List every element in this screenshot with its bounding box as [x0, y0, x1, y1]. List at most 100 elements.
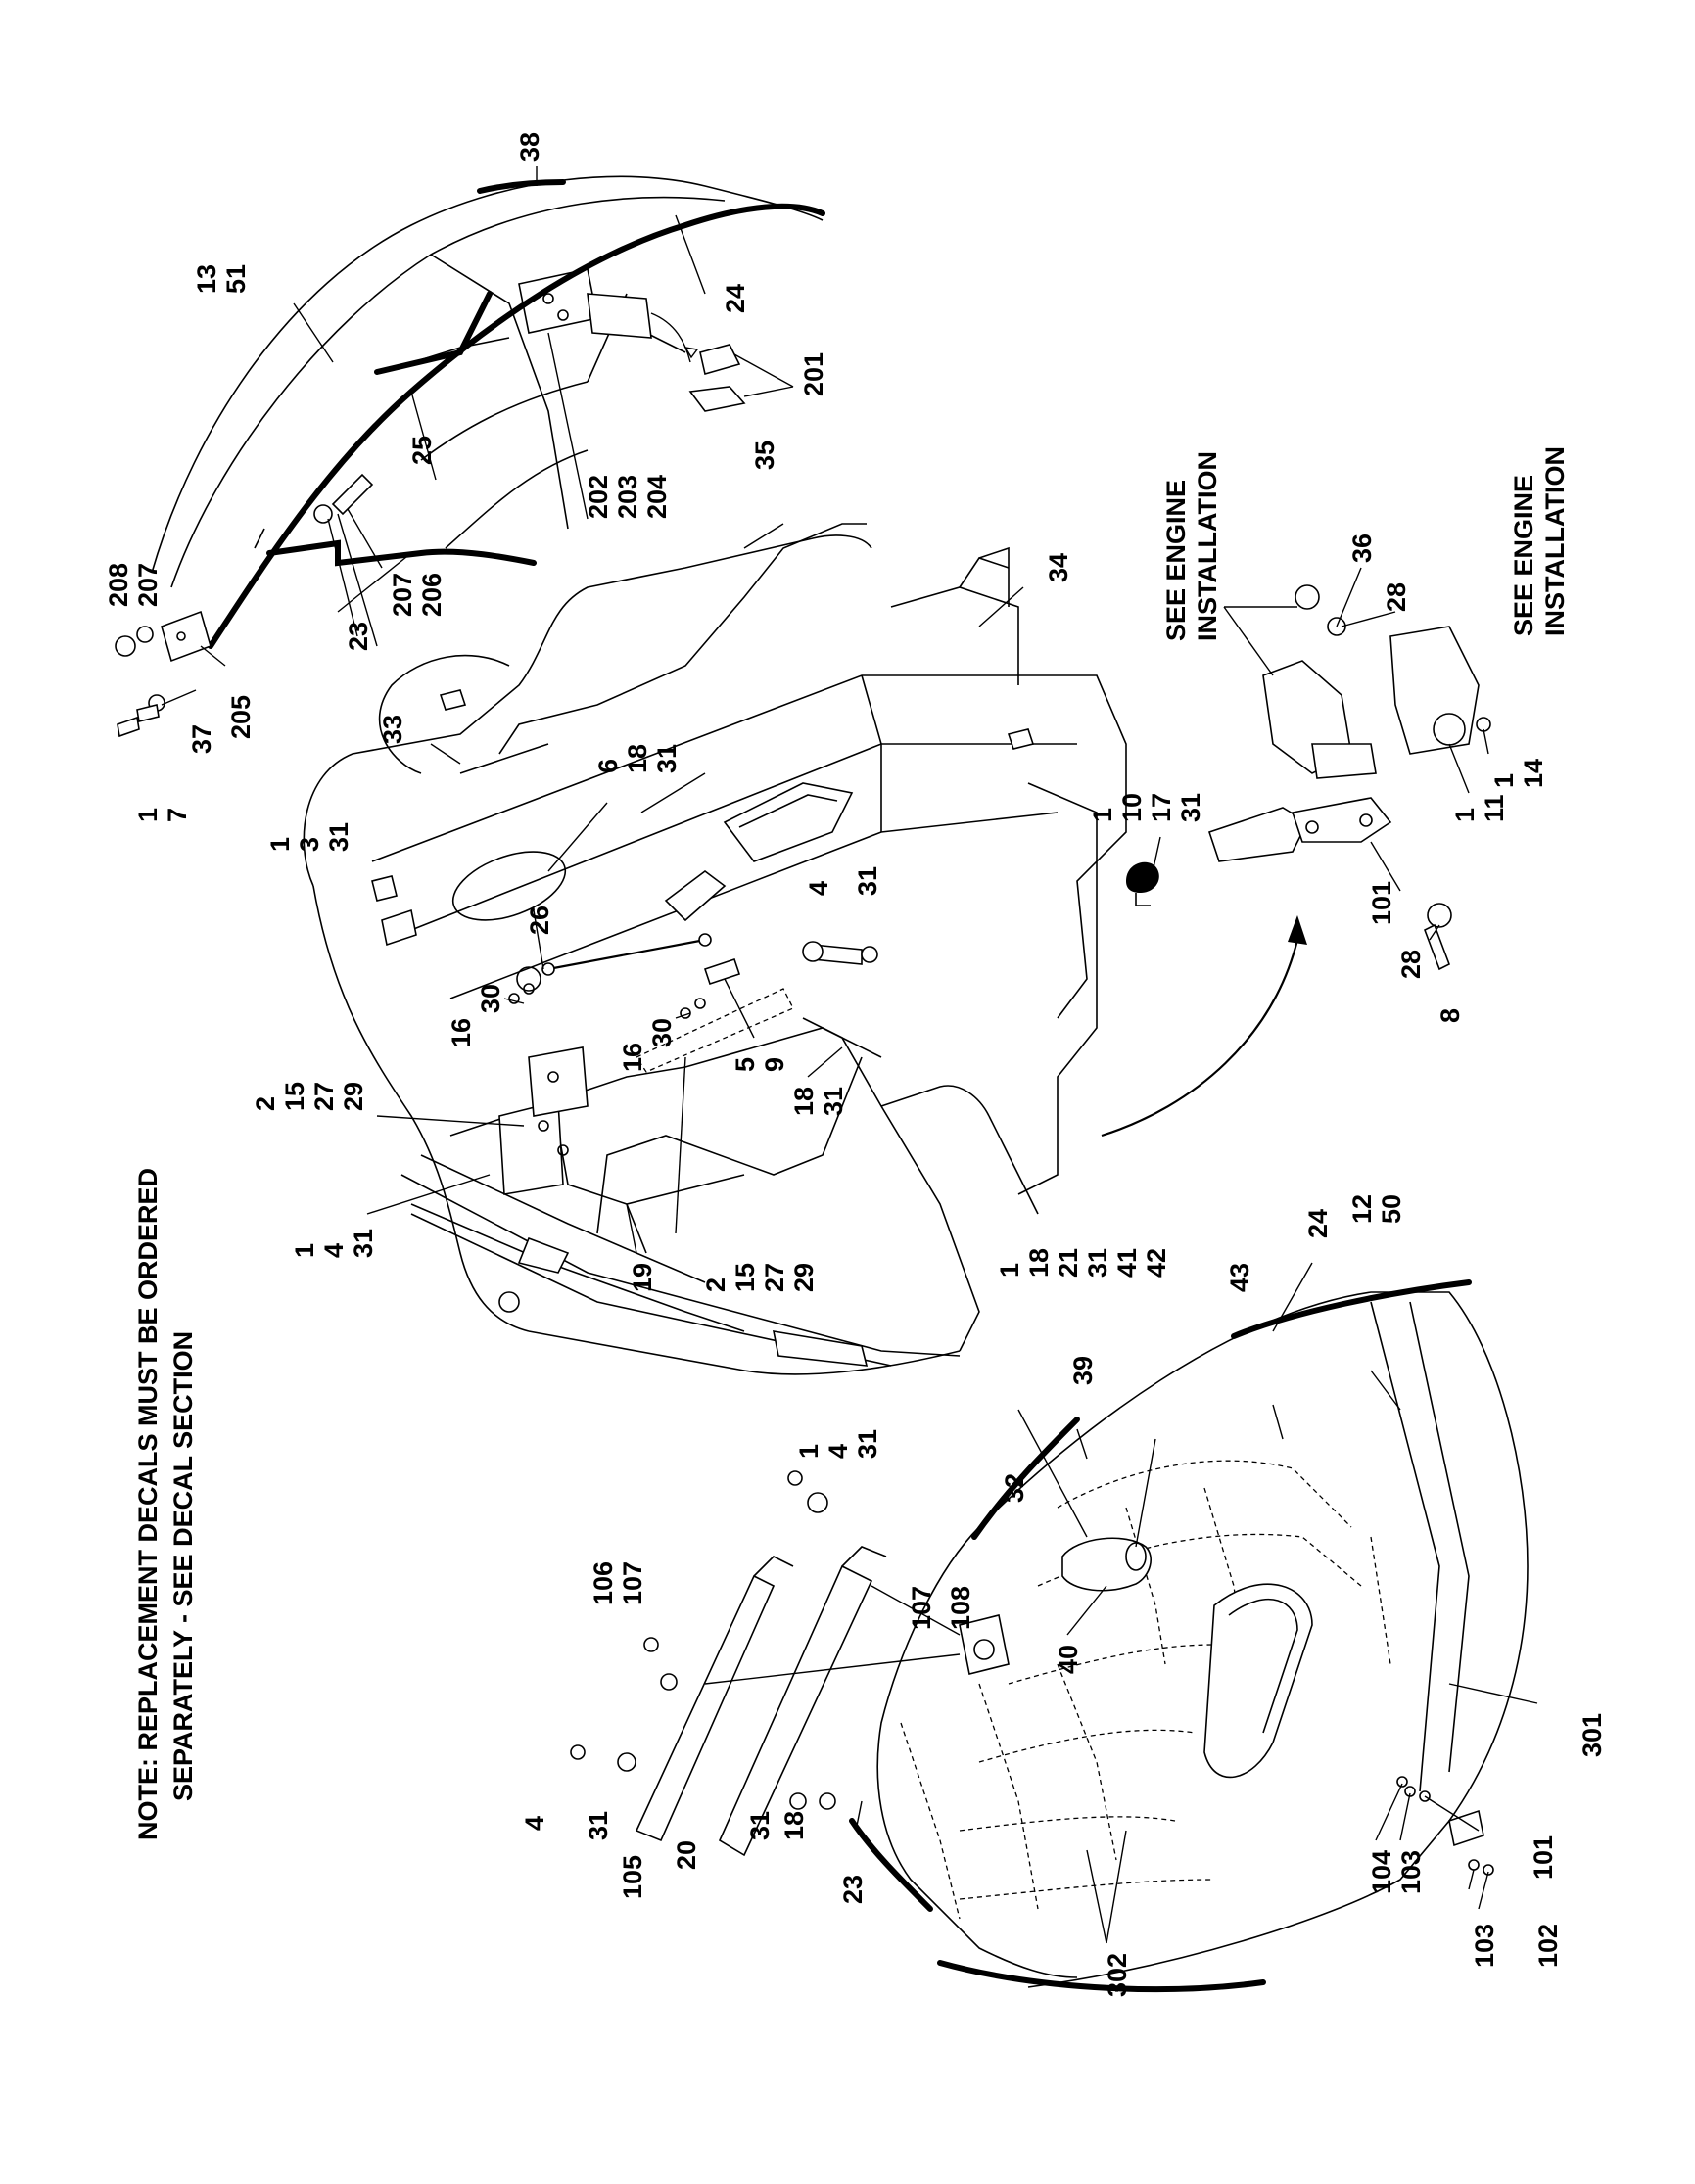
callout-18-b: 18 [789, 1087, 819, 1116]
callout-31-g: 31 [1083, 1248, 1112, 1278]
callout-6: 6 [593, 759, 623, 773]
callout-101-bottom: 101 [1529, 1835, 1558, 1880]
callout-23-top: 23 [344, 622, 373, 651]
callout-107-b: 107 [907, 1586, 936, 1630]
callout-29-a: 29 [339, 1082, 368, 1111]
callout-23-bottom: 23 [838, 1875, 868, 1904]
hood-brackets [570, 1470, 961, 1857]
callout-20: 20 [672, 1840, 701, 1870]
see-engine-label-1: SEE ENGINE INSTALLATION [1161, 451, 1222, 641]
callout-18-c: 18 [1024, 1248, 1054, 1278]
see-engine-label-2: SEE ENGINE INSTALLATION [1509, 446, 1570, 636]
callout-28-mid: 28 [1396, 950, 1426, 979]
callout-19: 19 [628, 1263, 657, 1292]
callout-31-e: 31 [819, 1087, 848, 1116]
note: NOTE: REPLACEMENT DECALS MUST BE ORDERED… [133, 1168, 198, 1840]
callout-101-mid: 101 [1367, 881, 1396, 925]
callout-31-a: 31 [324, 822, 353, 852]
callout-2-b: 2 [701, 1278, 730, 1292]
callout-1-e: 1 [1088, 808, 1117, 822]
callout-51: 51 [221, 264, 251, 294]
callout-31-c: 31 [1176, 793, 1205, 822]
callout-30-b: 30 [647, 1018, 677, 1047]
side-panel [371, 523, 867, 947]
see-engine-2-line1: SEE ENGINE [1509, 475, 1538, 636]
callout-1-a: 1 [133, 808, 163, 822]
callout-31-f: 31 [349, 1229, 378, 1258]
callout-1-f: 1 [290, 1243, 319, 1258]
callout-21: 21 [1054, 1248, 1083, 1278]
callout-105: 105 [618, 1855, 647, 1899]
callout-38: 38 [515, 132, 544, 162]
callout-35: 35 [750, 441, 779, 470]
callout-12: 12 [1347, 1194, 1377, 1224]
callout-208: 208 [104, 563, 133, 607]
callout-40: 40 [1054, 1645, 1083, 1674]
callout-4-c: 4 [824, 1444, 853, 1459]
callout-207-b: 207 [388, 573, 417, 617]
lower-hood [849, 1279, 1529, 1993]
callout-42: 42 [1142, 1248, 1171, 1278]
see-engine-2-line2: INSTALLATION [1540, 446, 1570, 636]
callout-202: 202 [584, 475, 613, 519]
callout-10: 10 [1117, 793, 1147, 822]
callout-302: 302 [1103, 1953, 1132, 1997]
note-line-1: NOTE: REPLACEMENT DECALS MUST BE ORDERED [133, 1168, 163, 1840]
see-engine-1-line1: SEE ENGINE [1161, 480, 1191, 641]
callout-8: 8 [1436, 1008, 1465, 1023]
callout-31-h: 31 [853, 1429, 882, 1459]
callout-31-b: 31 [652, 744, 682, 773]
callout-102: 102 [1533, 1924, 1563, 1968]
callout-103-b: 103 [1470, 1924, 1499, 1968]
callout-39: 39 [1068, 1356, 1098, 1385]
callout-18-d: 18 [779, 1811, 809, 1840]
see-engine-1-line2: INSTALLATION [1193, 451, 1222, 641]
callout-31-i: 31 [584, 1811, 613, 1840]
callout-27-a: 27 [309, 1082, 339, 1111]
callout-7: 7 [163, 808, 192, 822]
engine-brackets [1101, 584, 1491, 1138]
upper-hood-panel [115, 175, 825, 738]
callout-17: 17 [1147, 793, 1176, 822]
callout-24-top: 24 [721, 284, 750, 313]
callout-108: 108 [946, 1586, 975, 1630]
callout-301: 301 [1577, 1713, 1607, 1757]
callout-15-b: 15 [730, 1263, 760, 1292]
note-line-2: SEPARATELY - SEE DECAL SECTION [168, 1331, 198, 1801]
callout-1-b: 1 [265, 837, 295, 852]
callout-37: 37 [187, 724, 216, 754]
callout-4-b: 4 [319, 1243, 349, 1258]
callout-1-g: 1 [995, 1263, 1024, 1278]
callout-1-d: 1 [1450, 808, 1480, 822]
callout-26: 26 [525, 906, 554, 935]
callout-36: 36 [1347, 534, 1377, 563]
callout-203: 203 [613, 475, 642, 519]
callout-4-a: 4 [804, 881, 833, 896]
callout-3: 3 [295, 837, 324, 852]
callout-41: 41 [1112, 1248, 1142, 1278]
callout-205: 205 [226, 695, 256, 739]
callout-13: 13 [192, 264, 221, 294]
callout-25: 25 [407, 436, 437, 465]
callout-104: 104 [1367, 1850, 1396, 1894]
callout-5: 5 [730, 1057, 760, 1072]
callout-18-a: 18 [623, 744, 652, 773]
leader-lines [161, 166, 1538, 1944]
callout-32: 32 [1000, 1473, 1029, 1503]
callout-34: 34 [1044, 553, 1073, 582]
callout-28-top: 28 [1382, 582, 1411, 612]
callout-16-a: 16 [447, 1018, 476, 1047]
callout-50: 50 [1377, 1194, 1406, 1224]
callout-9: 9 [760, 1057, 789, 1072]
callout-11: 11 [1480, 794, 1509, 822]
callout-33: 33 [378, 715, 407, 744]
callout-103-a: 103 [1396, 1850, 1426, 1894]
callout-24-bottom: 24 [1303, 1209, 1333, 1238]
callout-4-d: 4 [520, 1816, 549, 1831]
callout-206: 206 [417, 573, 447, 617]
callout-31-j: 31 [745, 1811, 775, 1840]
callout-207-a: 207 [133, 563, 163, 607]
callout-16-b: 16 [618, 1043, 647, 1072]
